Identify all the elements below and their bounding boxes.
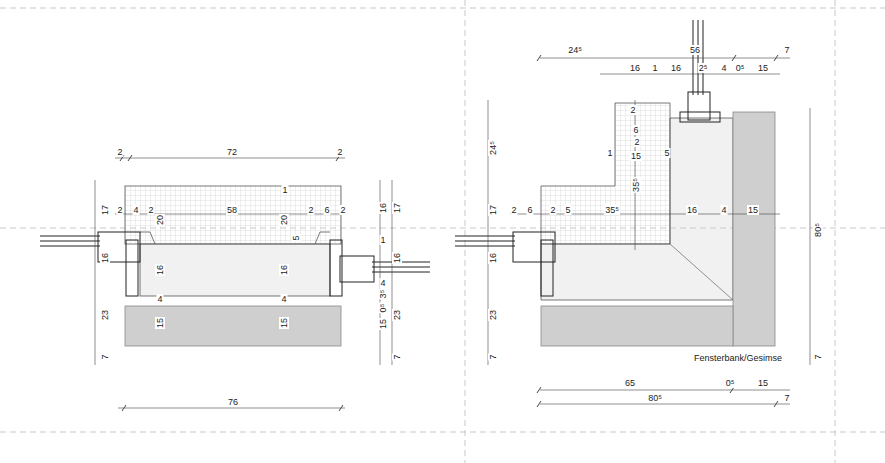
dimension-label: 6 (323, 205, 330, 215)
dimension-label: 7 (783, 45, 790, 55)
dimension-label: 16 (155, 264, 165, 276)
dimension-label: 15 (378, 318, 388, 330)
dimension-label: 2 (510, 205, 517, 215)
dimension-label: 7 (488, 353, 498, 360)
dimension-label: 16 (279, 264, 289, 276)
dimension-label: 2 (147, 205, 154, 215)
dimension-label: 7 (813, 353, 823, 360)
dimension-label: 23 (392, 309, 402, 321)
dimension-label: 16 (100, 252, 110, 264)
dimension-label: 20 (279, 214, 289, 226)
dimension-label: 2⁵ (698, 63, 709, 73)
dimension-label: 23 (488, 309, 498, 321)
dimension-label: 4 (720, 205, 727, 215)
dimension-label: 16 (629, 63, 641, 73)
dimension-label: 2 (307, 205, 314, 215)
dimension-label: 5 (291, 234, 301, 241)
dimension-label: 2 (116, 205, 123, 215)
dimension-label: 4 (132, 205, 139, 215)
dimension-label: 20 (155, 214, 165, 226)
dimension-label: 15 (757, 378, 769, 388)
dimension-label: 35⁵ (631, 177, 641, 193)
dimension-label: 7 (100, 353, 110, 360)
dimension-label: 2 (633, 137, 640, 147)
dimension-label: 2 (629, 105, 636, 115)
dimension-label: 6 (632, 125, 639, 135)
dimension-label: 1 (281, 185, 288, 195)
dimension-label: 2 (336, 147, 343, 157)
dimension-label: 5 (663, 148, 670, 158)
dimension-label: 15 (757, 63, 769, 73)
dimension-label: 1 (651, 63, 658, 73)
dimension-label: 16 (392, 252, 402, 264)
dimension-label: 15 (747, 205, 759, 215)
dimension-label: 16 (378, 202, 388, 214)
dimension-label: 15 (630, 151, 642, 161)
dimension-label: 2 (549, 205, 556, 215)
dimension-label: 5 (564, 205, 571, 215)
dimension-label: 4 (156, 294, 163, 304)
dimension-label: 17 (100, 204, 110, 216)
dimension-label: 17 (392, 202, 402, 214)
dimension-label: 16 (686, 205, 698, 215)
dimension-label: 0⁵ (735, 63, 746, 73)
dimension-label: 56 (689, 45, 701, 55)
dimension-label: 16 (670, 63, 682, 73)
dimension-label: 4 (379, 278, 386, 288)
dimension-label: 24⁵ (567, 45, 583, 55)
dimension-label: 15 (155, 317, 165, 329)
dimension-label: 23 (100, 309, 110, 321)
dimension-label: 58 (226, 205, 238, 215)
dimension-label: 24⁵ (488, 140, 498, 156)
dimension-label: 16 (488, 252, 498, 264)
dimension-label: 0⁵ (725, 378, 736, 388)
dimension-label: 1 (606, 148, 613, 158)
dimension-label: 65 (624, 378, 636, 388)
dimension-label: 6 (526, 205, 533, 215)
dimension-label: 80⁵ (647, 393, 663, 403)
dimension-label: 7 (783, 393, 790, 403)
dimension-label: 2 (116, 147, 123, 157)
dimension-label: 2 (339, 205, 346, 215)
dimension-label: 72 (226, 147, 238, 157)
dimension-label: 7 (392, 353, 402, 360)
dimension-label: 4 (720, 63, 727, 73)
dimension-label: 1 (379, 235, 386, 245)
dimension-label: 15 (279, 317, 289, 329)
dimension-label: 4 (280, 294, 287, 304)
note-label: Fensterbank/Gesimse (693, 353, 783, 363)
dimension-label: 0⁵ (378, 303, 388, 314)
dimension-label: 3⁵ (378, 289, 388, 300)
dimension-label: 80⁵ (813, 222, 823, 238)
dimension-label: 76 (227, 397, 239, 407)
dimension-label: 35⁵ (604, 205, 620, 215)
dimension-label: 17 (488, 204, 498, 216)
